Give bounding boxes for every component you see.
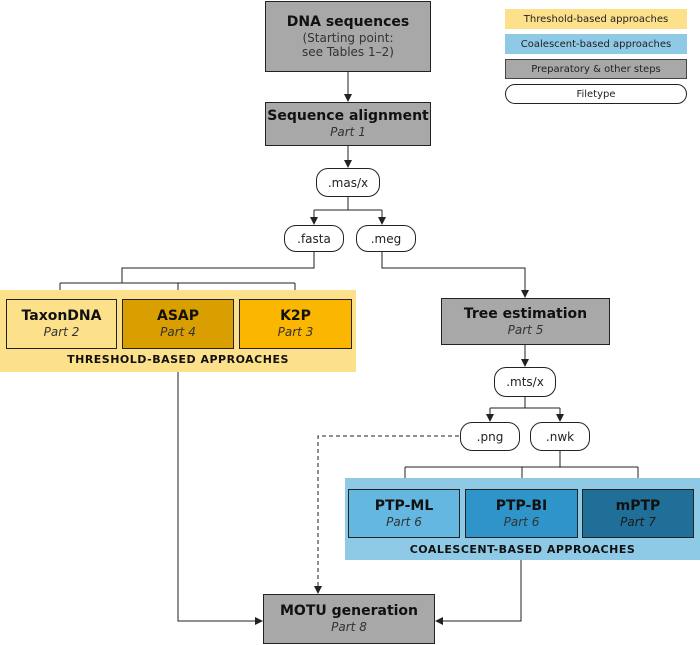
edge-threshold-motu — [177, 372, 263, 625]
filetype-fasta: .fasta — [284, 225, 344, 252]
node-ptp-bi: PTP-BI Part 6 — [465, 489, 578, 538]
node-k2p-title: K2P — [280, 308, 311, 324]
filetype-nwk: .nwk — [530, 422, 590, 451]
edge-png-motu — [314, 435, 459, 594]
node-ptpbi-part: Part 6 — [503, 514, 540, 529]
edge-coalescent-motu — [435, 560, 522, 625]
edge-fasta-split — [121, 252, 315, 284]
legend-filetype: Filetype — [505, 84, 687, 104]
node-mptp: mPTP Part 7 — [582, 489, 694, 538]
legend-filetype-label: Filetype — [576, 88, 616, 100]
node-ptp-ml: PTP-ML Part 6 — [348, 489, 460, 538]
filetype-png: .png — [460, 422, 520, 451]
node-motu-generation: MOTU generation Part 8 — [263, 594, 435, 644]
node-ptpml-part: Part 6 — [386, 514, 422, 529]
node-taxondna: TaxonDNA Part 2 — [6, 299, 117, 349]
legend-coalescent: Coalescent-based approaches — [505, 34, 687, 54]
node-motu-part: Part 8 — [331, 620, 367, 634]
node-asap: ASAP Part 4 — [122, 299, 234, 349]
coalescent-region-label: COALESCENT-BASED APPROACHES — [409, 543, 636, 556]
node-alignment-part: Part 1 — [330, 125, 366, 139]
edge-meg-tree — [381, 252, 529, 298]
filetype-mas: .mas/x — [316, 168, 380, 197]
node-sequence-alignment: Sequence alignment Part 1 — [265, 102, 431, 146]
node-asap-part: Part 4 — [160, 325, 196, 339]
node-mptp-title: mPTP — [615, 497, 661, 514]
node-tree-part: Part 5 — [507, 322, 544, 337]
node-ptpbi-title: PTP-BI — [495, 497, 548, 514]
edge-nwk-split — [405, 451, 638, 468]
node-tree-estimation: Tree estimation Part 5 — [441, 298, 610, 345]
edge-mas-split — [314, 197, 382, 211]
node-dna-title: DNA sequences — [286, 14, 410, 30]
node-k2p-part: Part 3 — [277, 325, 314, 339]
edge-mts-split — [490, 397, 560, 409]
filetype-mts: .mts/x — [494, 367, 556, 397]
node-dna-sequences: DNA sequences (Starting point: see Table… — [265, 1, 431, 72]
node-k2p: K2P Part 3 — [239, 299, 352, 349]
node-taxondna-title: TaxonDNA — [21, 308, 102, 324]
node-mptp-part: Part 7 — [620, 514, 656, 529]
node-taxondna-part: Part 2 — [43, 325, 80, 339]
node-motu-title: MOTU generation — [279, 603, 419, 619]
threshold-region-label: THRESHOLD-BASED APPROACHES — [67, 353, 289, 366]
node-ptpml-title: PTP-ML — [374, 497, 434, 514]
legend-threshold-label: Threshold-based approaches — [523, 13, 669, 25]
legend-preparatory: Preparatory & other steps — [505, 59, 687, 79]
filetype-meg: .meg — [356, 225, 416, 252]
node-dna-sub1: (Starting point: — [302, 31, 394, 45]
node-dna-sub2: see Tables 1–2) — [302, 45, 394, 59]
legend-coalescent-label: Coalescent-based approaches — [520, 38, 672, 50]
node-alignment-title: Sequence alignment — [267, 108, 429, 124]
node-asap-title: ASAP — [156, 308, 199, 324]
legend-threshold: Threshold-based approaches — [505, 9, 687, 29]
node-tree-title: Tree estimation — [463, 305, 588, 322]
legend-preparatory-label: Preparatory & other steps — [531, 63, 661, 75]
